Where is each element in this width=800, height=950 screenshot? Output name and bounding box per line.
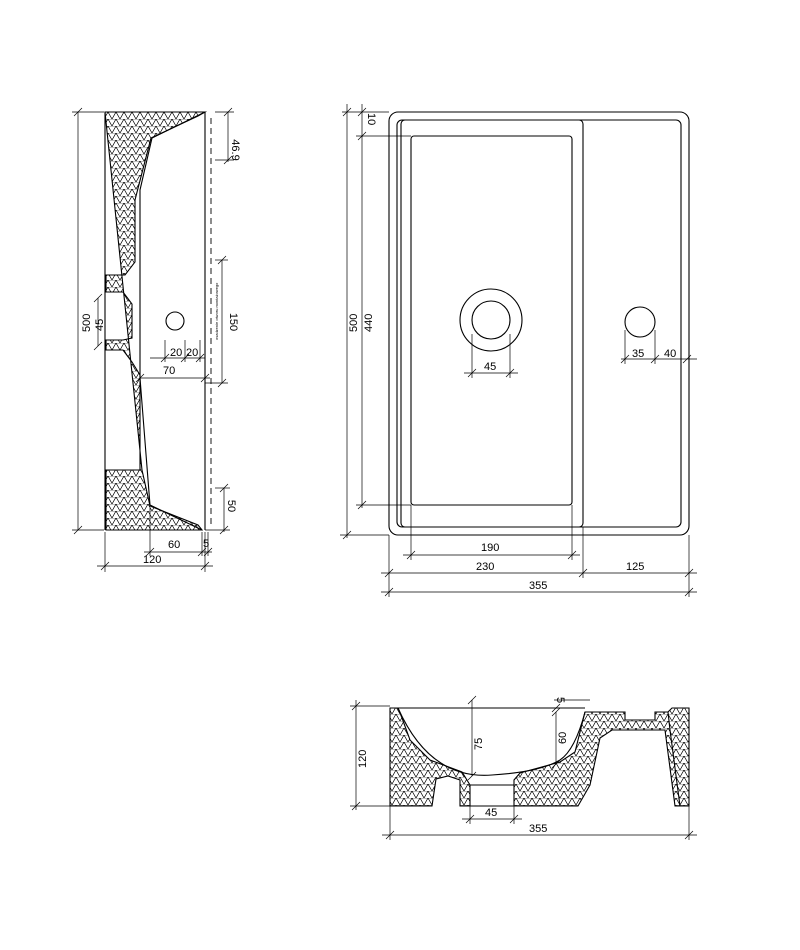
dim-top-45: 45 [484,361,496,373]
dim-side-120: 120 [143,554,161,566]
dim-front-45: 45 [485,807,497,819]
dim-top-125: 125 [626,561,644,573]
dim-top-500: 500 [348,314,360,332]
top-basin-outer [400,119,584,528]
front-section-middle [513,711,681,807]
dim-front-75: 75 [473,738,485,750]
dim-side-150: 150 [227,313,239,331]
dim-front-5: 5 [554,697,566,703]
dim-top-10: 10 [365,113,377,125]
top-tap-hole [624,306,656,338]
dim-top-190: 190 [481,542,499,554]
dim-side-20b: 20 [186,347,198,359]
dim-top-355: 355 [529,580,547,592]
side-tap-hole [165,311,185,331]
front-section-right [667,707,690,807]
dim-side-45: 45 [94,319,106,331]
dim-side-70: 70 [163,365,175,377]
side-view: 500 45 46.9 150 osadzenie otworu montażo… [72,107,241,572]
top-outer-rim [388,111,690,536]
top-inner-rim [396,119,682,528]
side-section-body [104,111,208,531]
front-section: 120 75 60 5 45 355 [350,695,697,840]
top-drain-inner [471,300,511,340]
dim-side-60: 60 [168,539,180,551]
dim-side-46-9: 46.9 [229,139,241,160]
side-inner-profile [139,111,206,531]
top-drain-outer [459,288,523,352]
side-note: osadzenie otworu montażowego [214,282,219,340]
dim-side-5: 5 [203,538,209,550]
front-section-left [389,707,471,807]
dim-top-35: 35 [632,348,644,360]
front-bowl-curve [397,707,586,776]
dim-side-20a: 20 [170,347,182,359]
top-basin-inner [410,135,573,506]
top-view: 10 500 440 45 35 40 190 [340,104,697,597]
dim-front-60: 60 [557,732,569,744]
dim-top-440: 440 [363,314,375,332]
dim-front-120: 120 [357,750,369,768]
dim-front-355: 355 [529,823,547,835]
dim-side-50: 50 [225,500,237,512]
dim-top-230: 230 [476,561,494,573]
dim-side-500: 500 [81,314,93,332]
dim-top-40: 40 [664,348,676,360]
